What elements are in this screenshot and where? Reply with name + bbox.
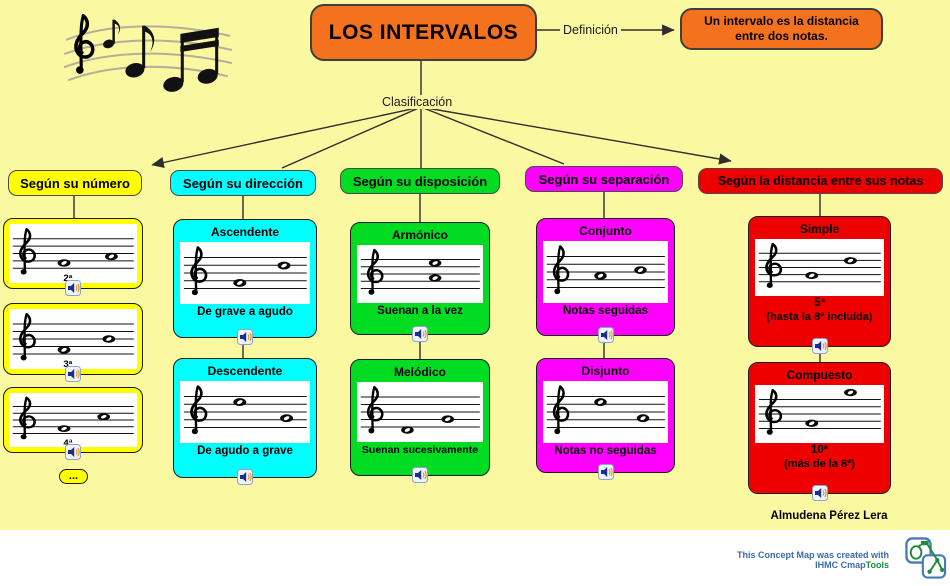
definition-link-label[interactable]: Definición: [560, 23, 621, 37]
staff-illustration-conjunto: [543, 241, 668, 303]
node-caption: 10ª: [810, 444, 829, 456]
node-title: Disjunto: [581, 364, 630, 378]
category-header-disposicion[interactable]: Según su disposición: [340, 168, 500, 194]
audio-button[interactable]: [597, 327, 614, 343]
node-caption2: (hasta la 8ª incluída): [766, 311, 873, 323]
node-caption: Notas seguidas: [563, 305, 648, 317]
node-title: Simple: [799, 222, 840, 236]
svg-text:2ª: 2ª: [63, 274, 72, 283]
staff-illustration-melodico: [357, 382, 483, 442]
definition-node[interactable]: Un intervalo es la distancia entre dos n…: [680, 8, 883, 50]
speaker-icon: [811, 338, 828, 354]
speaker-icon: [412, 467, 428, 483]
node-caption: Notas no seguidas: [554, 445, 657, 457]
audio-button[interactable]: [811, 485, 828, 501]
author-name: Almudena Pérez Lera: [770, 510, 888, 522]
staff-illustration-ascendente: [180, 242, 310, 304]
node-conjunto[interactable]: Conjunto Notas seguidas: [536, 218, 675, 343]
node-descendente[interactable]: Descendente De agudo a grave: [173, 358, 317, 485]
speaker-icon: [65, 444, 81, 460]
category-header-direccion[interactable]: Según su dirección: [170, 170, 316, 196]
speaker-icon: [412, 326, 428, 342]
definition-text: Un intervalo es la distancia entre dos n…: [704, 14, 859, 43]
node-caption: De agudo a grave: [197, 445, 293, 457]
music-notes-image: [56, 2, 238, 98]
node-caption2: (más de la 8ª): [784, 458, 855, 470]
audio-button[interactable]: [811, 338, 828, 354]
staff-illustration-descendente: [180, 381, 310, 443]
audio-button[interactable]: [237, 329, 253, 345]
node-armonico[interactable]: Armónico Suenan a la vez: [350, 222, 490, 342]
staff-illustration-3a: 3ª: [9, 309, 137, 369]
interval-node-2a[interactable]: 2ª: [3, 218, 143, 296]
audio-button[interactable]: [597, 464, 614, 480]
node-title: Ascendente: [210, 225, 280, 239]
audio-button[interactable]: [412, 326, 428, 342]
interval-node-4a[interactable]: 4ª: [3, 387, 143, 460]
classification-link-label[interactable]: Clasificación: [379, 95, 456, 109]
audio-button[interactable]: [65, 366, 81, 382]
node-title: Armónico: [391, 228, 448, 242]
interval-node-3a[interactable]: 3ª: [3, 303, 143, 382]
staff-illustration-compuesto: [755, 385, 884, 443]
more-intervals-button[interactable]: ...: [59, 469, 88, 484]
speaker-icon: [597, 464, 614, 480]
main-topic-node[interactable]: LOS INTERVALOS: [310, 4, 537, 61]
audio-button[interactable]: [65, 444, 81, 460]
audio-button[interactable]: [412, 467, 428, 483]
staff-illustration-2a: 2ª: [9, 224, 137, 283]
speaker-icon: [597, 327, 614, 343]
cmaptools-logo: [891, 537, 947, 583]
node-ascendente[interactable]: Ascendente De grave a agudo: [173, 219, 317, 345]
credit-line1: This Concept Map was created with: [736, 550, 889, 560]
audio-button[interactable]: [237, 469, 253, 485]
category-header-distancia[interactable]: Según la distancia entre sus notas: [698, 168, 943, 194]
speaker-icon: [65, 366, 81, 382]
node-title: Melódico: [393, 365, 446, 379]
svg-text:4ª: 4ª: [63, 438, 73, 447]
node-caption: Suenan sucesivamente: [361, 444, 479, 456]
main-topic-label: LOS INTERVALOS: [328, 20, 519, 44]
node-caption: 5ª: [814, 297, 825, 309]
staff-illustration-armonico: [357, 245, 483, 303]
staff-illustration-disjunto: [543, 381, 668, 443]
speaker-icon: [65, 280, 81, 296]
cmaptools-credit: This Concept Map was created with IHMC C…: [737, 537, 947, 583]
speaker-icon: [237, 469, 253, 485]
node-caption: Suenan a la vez: [377, 305, 463, 317]
node-melodico[interactable]: Melódico Suenan sucesivamente: [350, 359, 490, 483]
staff-illustration-simple: [755, 239, 884, 296]
node-title: Conjunto: [579, 224, 632, 238]
staff-illustration-4a: 4ª: [9, 393, 137, 447]
category-header-numero[interactable]: Según su número: [8, 170, 142, 196]
svg-text:3ª: 3ª: [63, 359, 72, 369]
audio-button[interactable]: [65, 280, 81, 296]
node-simple[interactable]: Simple 5ª (hasta la 8ª incluída): [748, 216, 891, 354]
node-title: Compuesto: [786, 368, 853, 382]
speaker-icon: [237, 329, 253, 345]
credit-line2: IHMC CmapTools: [815, 560, 889, 570]
node-title: Descendente: [207, 364, 283, 378]
category-header-separacion[interactable]: Según su separación: [525, 166, 683, 192]
speaker-icon: [811, 485, 828, 501]
node-caption: De grave a agudo: [197, 306, 293, 318]
node-disjunto[interactable]: Disjunto Notas no seguidas: [536, 358, 675, 480]
node-compuesto[interactable]: Compuesto 10ª (más de la 8ª): [748, 362, 891, 501]
